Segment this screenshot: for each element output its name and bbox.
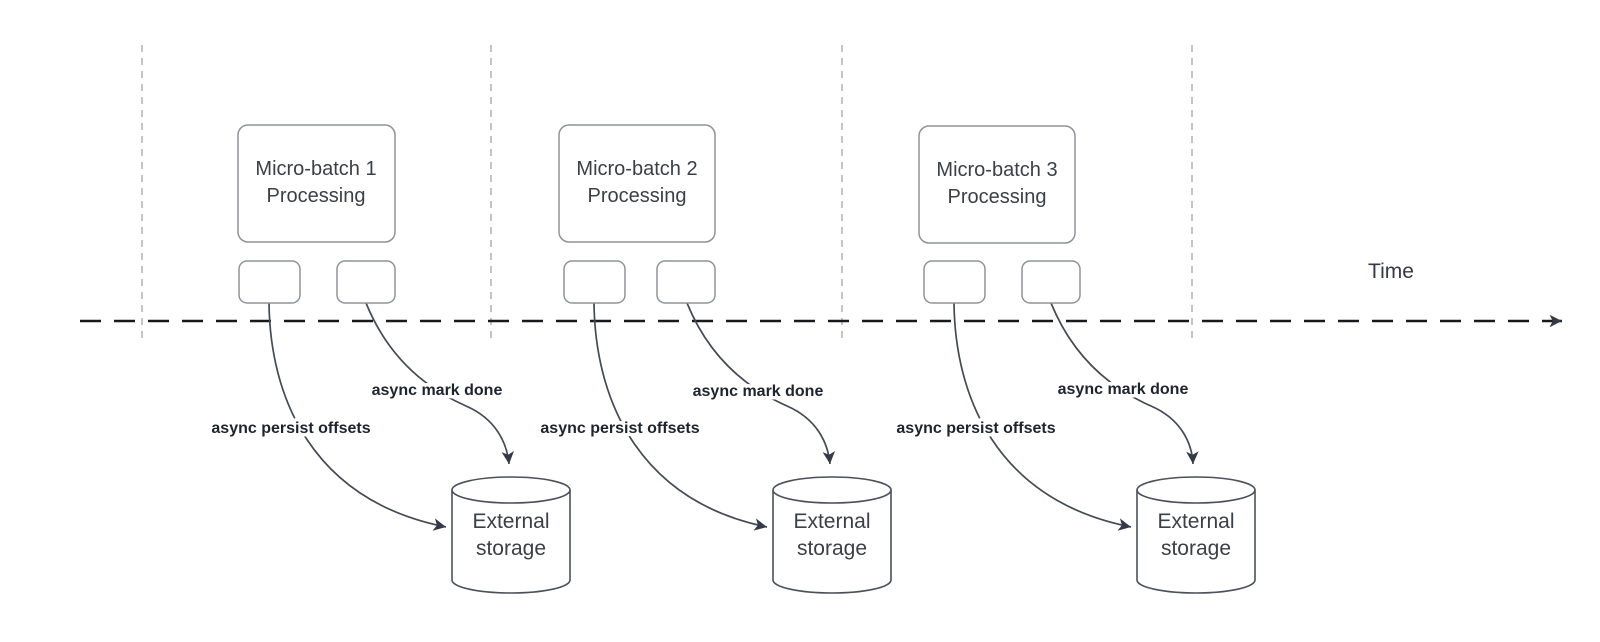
micro-batch-group-1: Micro-batch 1 Processing External storag… (208, 124, 571, 594)
small-task-box-right (656, 260, 716, 304)
micro-batch-group-2: Micro-batch 2 Processing External storag… (537, 124, 892, 594)
persist-offsets-label: async persist offsets (896, 420, 1055, 437)
small-task-box-right (1021, 260, 1081, 304)
time-label: Time (1368, 260, 1414, 283)
processing-box-label-line2: Processing (267, 185, 366, 207)
cylinder-body (772, 490, 892, 594)
mark-done-arrow (1050, 302, 1199, 465)
mark-done-arrow (365, 302, 515, 465)
processing-box-label-line2: Processing (948, 186, 1047, 208)
mark-done-arrow (686, 302, 836, 465)
processing-box (918, 125, 1076, 244)
external-storage-cylinder: External storage (451, 476, 571, 594)
external-storage-cylinder: External storage (1136, 476, 1256, 594)
persist-offsets-arrow (268, 302, 447, 531)
processing-box-label-line2: Processing (588, 185, 687, 207)
storage-label-line1: External (793, 510, 870, 533)
storage-label-line1: External (472, 510, 549, 533)
persist-offsets-label: async persist offsets (211, 420, 370, 437)
storage-label-line2: storage (476, 537, 546, 560)
cylinder-top-rim (772, 476, 892, 504)
storage-label-line2: storage (1161, 537, 1231, 560)
storage-label-line2: storage (797, 537, 867, 560)
small-task-box-left (238, 260, 301, 304)
cylinder-top-rim (451, 476, 571, 504)
cylinder-body (451, 490, 571, 594)
mark-done-label: async mark done (372, 382, 503, 399)
processing-box (237, 124, 396, 243)
mark-done-label: async mark done (1058, 381, 1189, 398)
cylinder-body (1136, 490, 1256, 594)
processing-box (558, 124, 716, 243)
small-task-box-left (923, 260, 986, 304)
processing-box-label-line1: Micro-batch 3 (936, 159, 1057, 181)
small-task-box-right (336, 260, 396, 304)
external-storage-cylinder: External storage (772, 476, 892, 594)
processing-box-label-line1: Micro-batch 2 (576, 158, 697, 180)
micro-batch-group-3: Micro-batch 3 Processing External storag… (893, 125, 1256, 594)
persist-offsets-arrow (953, 302, 1132, 531)
storage-label-line1: External (1157, 510, 1234, 533)
small-task-box-left (563, 260, 626, 304)
processing-box-label-line1: Micro-batch 1 (255, 158, 376, 180)
persist-offsets-label: async persist offsets (540, 420, 699, 437)
persist-offsets-arrow (593, 302, 768, 531)
cylinder-top-rim (1136, 476, 1256, 504)
mark-done-label: async mark done (693, 383, 824, 400)
